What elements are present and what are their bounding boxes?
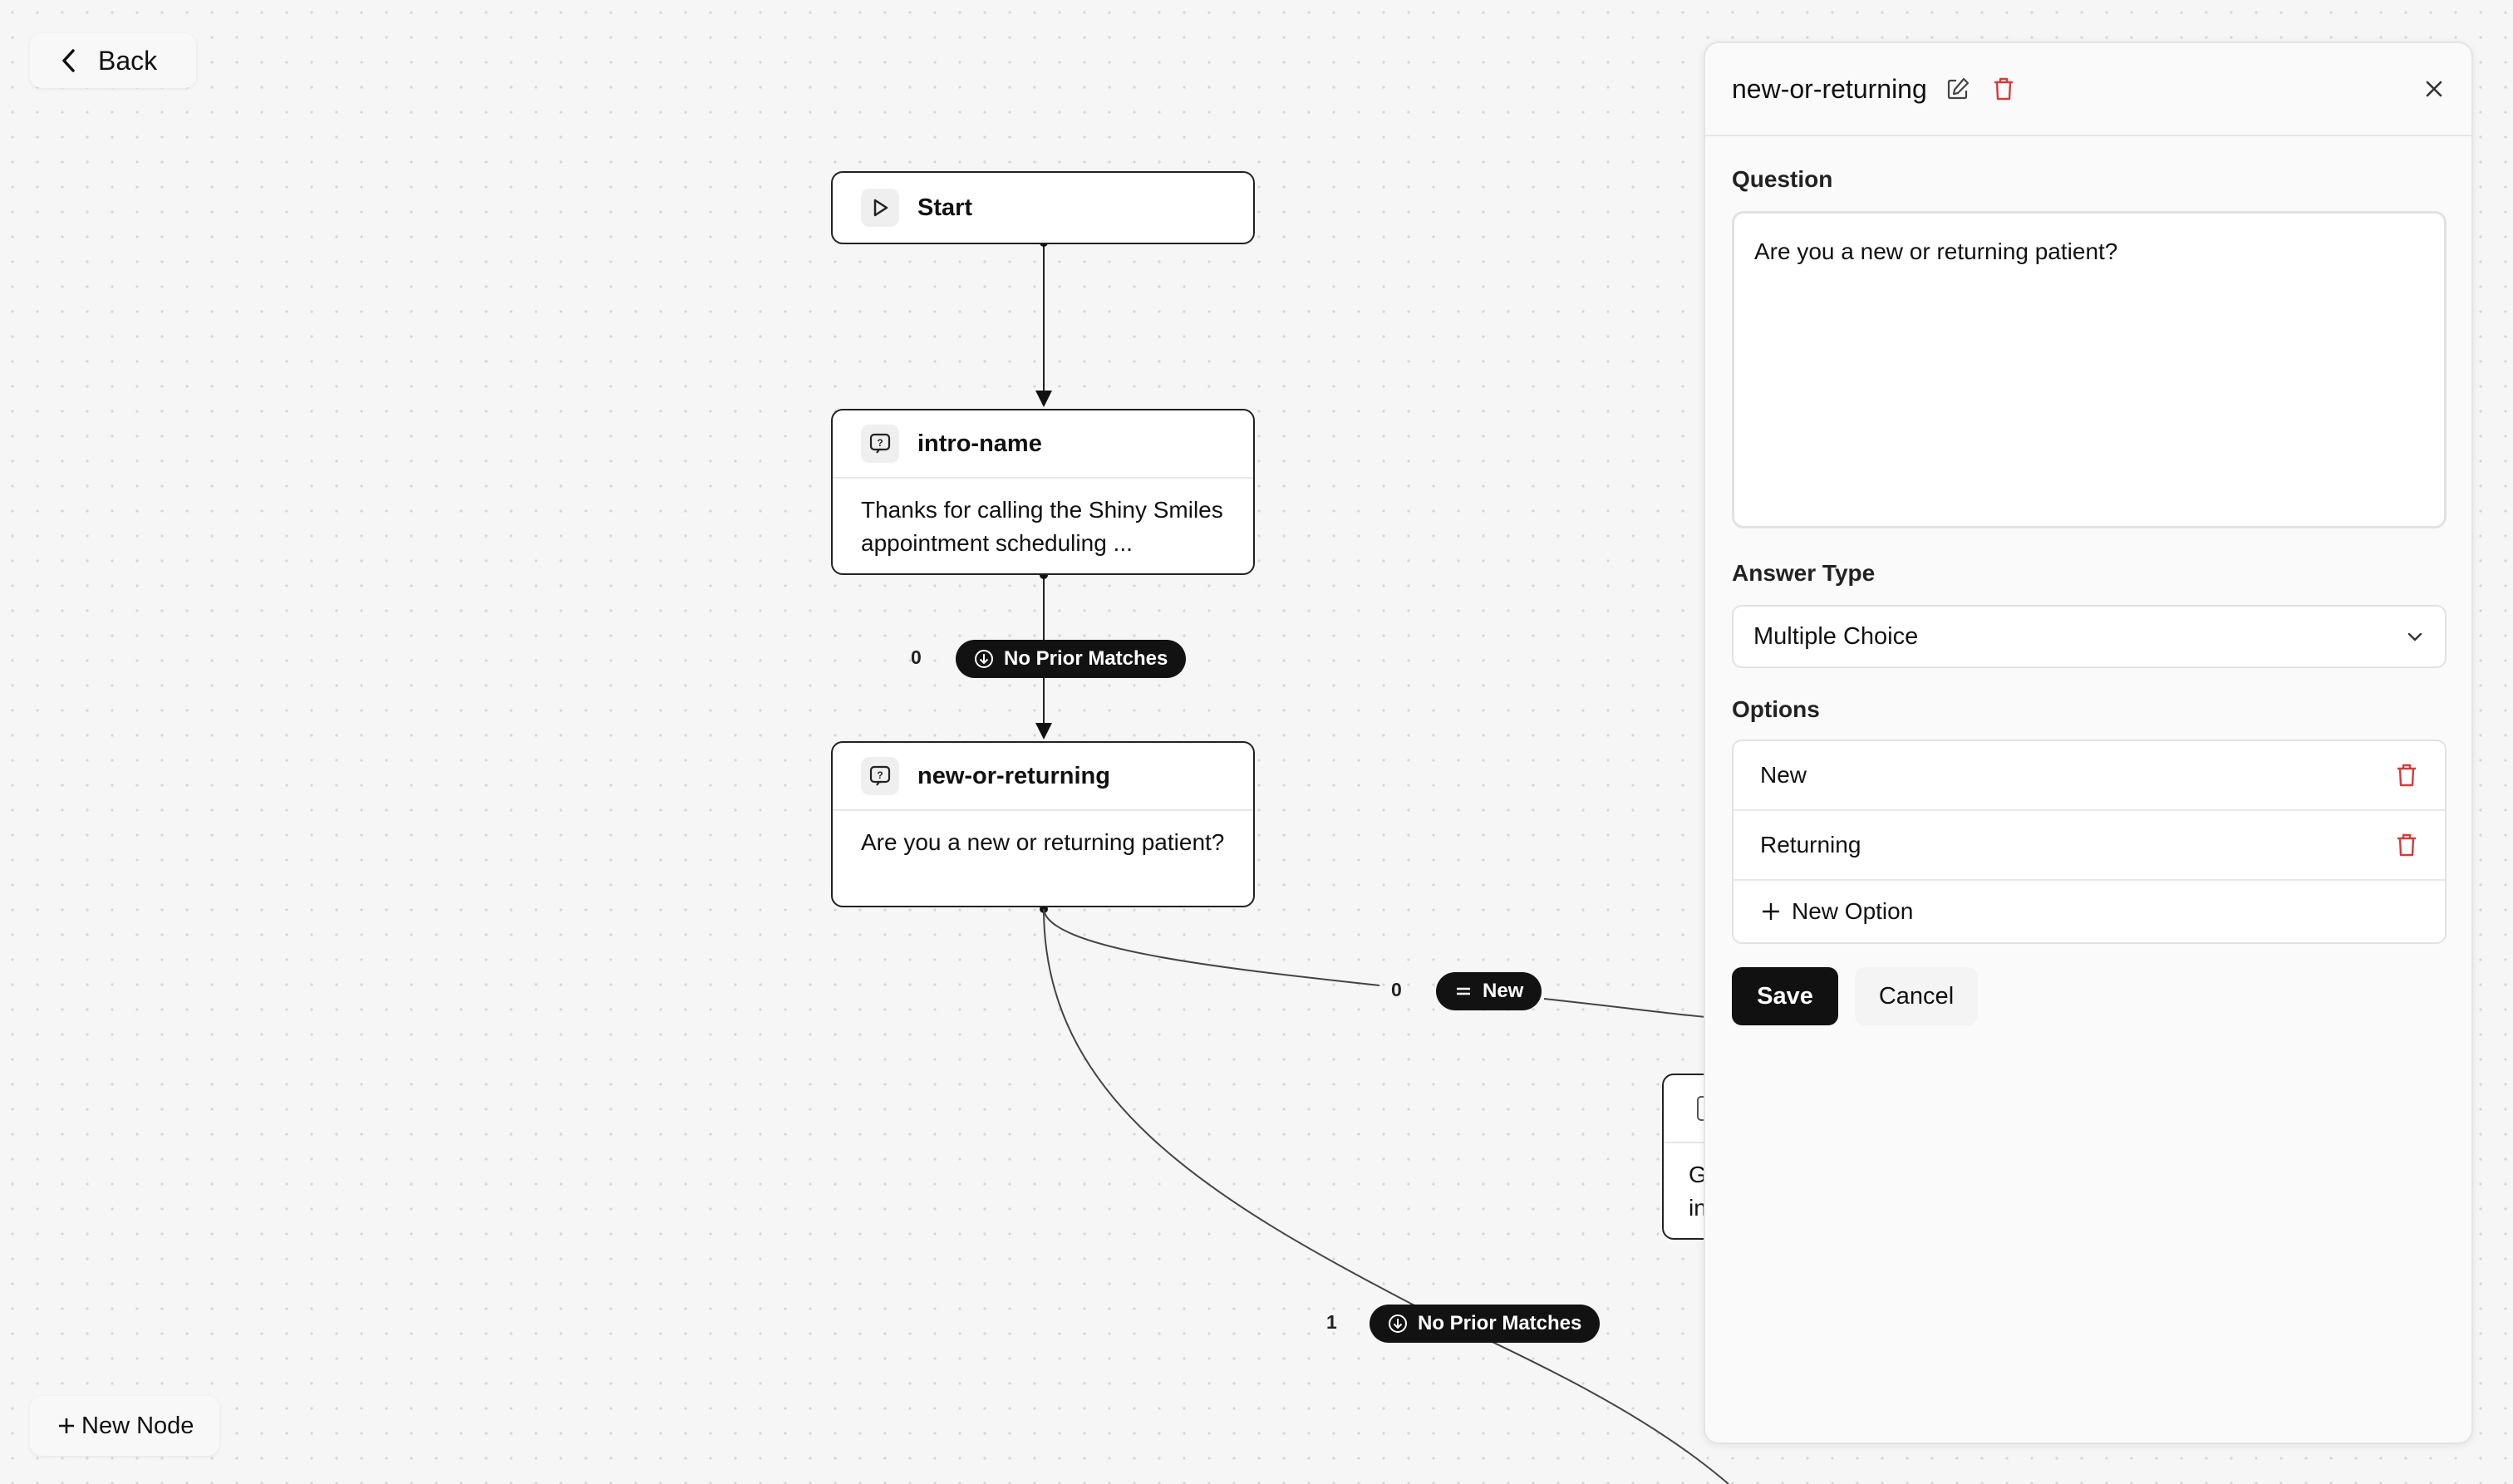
cancel-button[interactable]: Cancel (1855, 967, 1978, 1025)
node-editor-panel: new-or-returning Question Are you a new … (1704, 42, 2473, 1444)
option-row[interactable]: New (1734, 741, 2445, 811)
svg-text:?: ? (877, 769, 883, 781)
edge-label-text: No Prior Matches (1004, 647, 1168, 670)
node-title: intro-name (917, 430, 1042, 457)
node-title: Start (917, 194, 973, 221)
trash-icon[interactable] (1992, 76, 2015, 101)
node-body-line: in (1689, 1195, 1707, 1221)
trash-icon[interactable] (2395, 833, 2418, 857)
options-label: Options (1732, 696, 1820, 722)
question-label: Question (1732, 166, 1833, 192)
node-body-line: G (1689, 1162, 1707, 1187)
back-button[interactable]: Back (30, 33, 196, 88)
edit-icon[interactable] (1945, 76, 1970, 101)
save-button[interactable]: Save (1732, 967, 1838, 1025)
edge-label-text: New (1483, 980, 1524, 1002)
arrow-down-circle-icon (975, 650, 993, 668)
option-row[interactable]: Returning (1734, 811, 2445, 881)
equals-icon (1457, 987, 1470, 995)
edge-new-branch (1043, 908, 1706, 1018)
edge-index: 1 (1326, 1311, 1337, 1333)
panel-title: new-or-returning (1732, 73, 1927, 104)
node-header: Start (833, 173, 1253, 243)
question-icon: ? (861, 757, 899, 795)
trash-icon[interactable] (2395, 763, 2418, 788)
new-option-label: New Option (1792, 898, 1914, 924)
node-body: G in (1664, 1143, 1760, 1225)
chevron-down-icon (2407, 632, 2422, 641)
edge-label-no-prior-matches[interactable]: No Prior Matches (1370, 1305, 1601, 1343)
plus-icon (1763, 903, 1779, 920)
edge-nomatch-branch (1043, 908, 1729, 1484)
question-textarea[interactable]: Are you a new or returning patient? (1732, 211, 2447, 528)
node-intro-name[interactable]: ? intro-name Thanks for calling the Shin… (831, 409, 1255, 575)
node-body: Thanks for calling the Shiny Smiles appo… (833, 477, 1253, 573)
new-node-label: New Node (81, 1412, 194, 1439)
options-list: New Returning New Option (1732, 740, 2447, 944)
arrow-down-circle-icon (1389, 1314, 1407, 1333)
panel-header: new-or-returning (1705, 43, 2471, 136)
edge-label-new[interactable]: New (1436, 972, 1542, 1010)
svg-text:?: ? (877, 437, 883, 449)
close-icon[interactable] (2423, 78, 2445, 100)
node-title: new-or-returning (917, 762, 1110, 789)
node-header: ? new-or-returning (833, 743, 1253, 809)
answer-type-value: Multiple Choice (1753, 622, 1919, 650)
chevron-left-icon (62, 49, 75, 72)
back-label: Back (98, 45, 158, 76)
new-option-button[interactable]: New Option (1734, 881, 2445, 942)
node-start[interactable]: Start (831, 171, 1255, 244)
edge-index: 0 (1391, 979, 1402, 1000)
answer-type-select[interactable]: Multiple Choice (1732, 605, 2447, 668)
option-label: New (1760, 762, 1807, 788)
option-label: Returning (1760, 832, 1861, 857)
edge-index: 0 (911, 646, 922, 668)
edge-label-no-prior-matches[interactable]: No Prior Matches (956, 640, 1187, 678)
node-header: ? intro-name (833, 410, 1253, 477)
node-new-or-returning[interactable]: ? new-or-returning Are you a new or retu… (831, 741, 1255, 907)
question-icon: ? (861, 425, 899, 463)
play-icon (861, 189, 899, 227)
new-node-button[interactable]: New Node (30, 1396, 219, 1456)
edge-label-text: No Prior Matches (1418, 1312, 1582, 1334)
node-body: Are you a new or returning patient? (833, 809, 1253, 874)
answer-type-label: Answer Type (1732, 560, 1876, 586)
plus-icon (59, 1418, 74, 1433)
